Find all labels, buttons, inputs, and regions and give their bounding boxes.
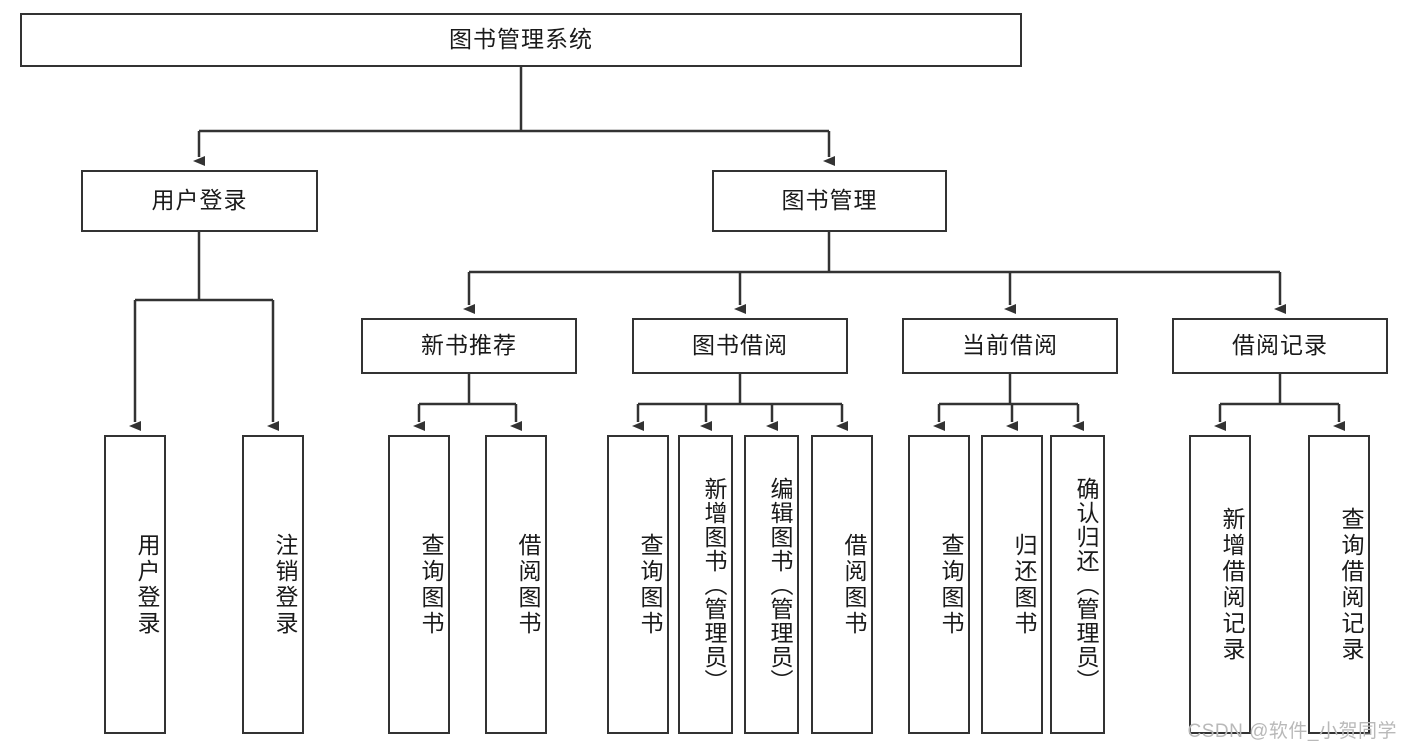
- node-label: 当前借阅: [962, 332, 1058, 359]
- node-leaf-user-login: 用户登录: [104, 435, 166, 734]
- node-leaf-return-book: 归还图书: [981, 435, 1043, 734]
- node-label: 新增借阅记录: [1219, 506, 1245, 663]
- node-label: 借阅图书: [841, 532, 867, 637]
- node-label: 图书借阅: [692, 332, 788, 359]
- node-leaf-query-record: 查询借阅记录: [1308, 435, 1370, 734]
- node-leaf-edit-book: 编辑图书（管理员）: [744, 435, 799, 734]
- node-label: 借阅图书: [515, 532, 541, 637]
- node-borrow-record: 借阅记录: [1172, 318, 1388, 374]
- node-leaf-borrow-book-b: 借阅图书: [811, 435, 873, 734]
- node-label: 查询图书: [637, 532, 663, 637]
- node-label: 图书管理系统: [449, 26, 593, 53]
- node-label: 借阅记录: [1232, 332, 1328, 359]
- node-label: 用户登录: [134, 532, 160, 637]
- node-label: 查询图书: [938, 532, 964, 637]
- node-leaf-query-book-rec: 查询图书: [388, 435, 450, 734]
- node-leaf-borrow-book-rec: 借阅图书: [485, 435, 547, 734]
- node-root: 图书管理系统: [20, 13, 1022, 67]
- node-leaf-logout: 注销登录: [242, 435, 304, 734]
- node-label: 图书管理: [781, 187, 878, 214]
- watermark-text: CSDN @软件_小贺同学: [1187, 721, 1397, 742]
- node-leaf-add-book: 新增图书（管理员）: [678, 435, 733, 734]
- node-label: 编辑图书（管理员）: [767, 476, 793, 693]
- node-book-borrow: 图书借阅: [632, 318, 848, 374]
- node-new-book-rec: 新书推荐: [361, 318, 577, 374]
- node-label: 查询图书: [418, 532, 444, 637]
- node-leaf-query-book-b: 查询图书: [607, 435, 669, 734]
- node-label: 用户登录: [151, 187, 248, 214]
- node-leaf-confirm-return: 确认归还（管理员）: [1050, 435, 1105, 734]
- node-label: 查询借阅记录: [1338, 506, 1364, 663]
- node-user-login: 用户登录: [81, 170, 318, 232]
- node-current-borrow: 当前借阅: [902, 318, 1118, 374]
- node-leaf-query-book-c: 查询图书: [908, 435, 970, 734]
- node-label: 新增图书（管理员）: [701, 476, 727, 693]
- node-label: 确认归还（管理员）: [1073, 476, 1099, 693]
- node-label: 注销登录: [272, 532, 298, 637]
- node-label: 新书推荐: [421, 332, 517, 359]
- node-book-manage: 图书管理: [712, 170, 947, 232]
- node-leaf-add-record: 新增借阅记录: [1189, 435, 1251, 734]
- node-label: 归还图书: [1011, 532, 1037, 637]
